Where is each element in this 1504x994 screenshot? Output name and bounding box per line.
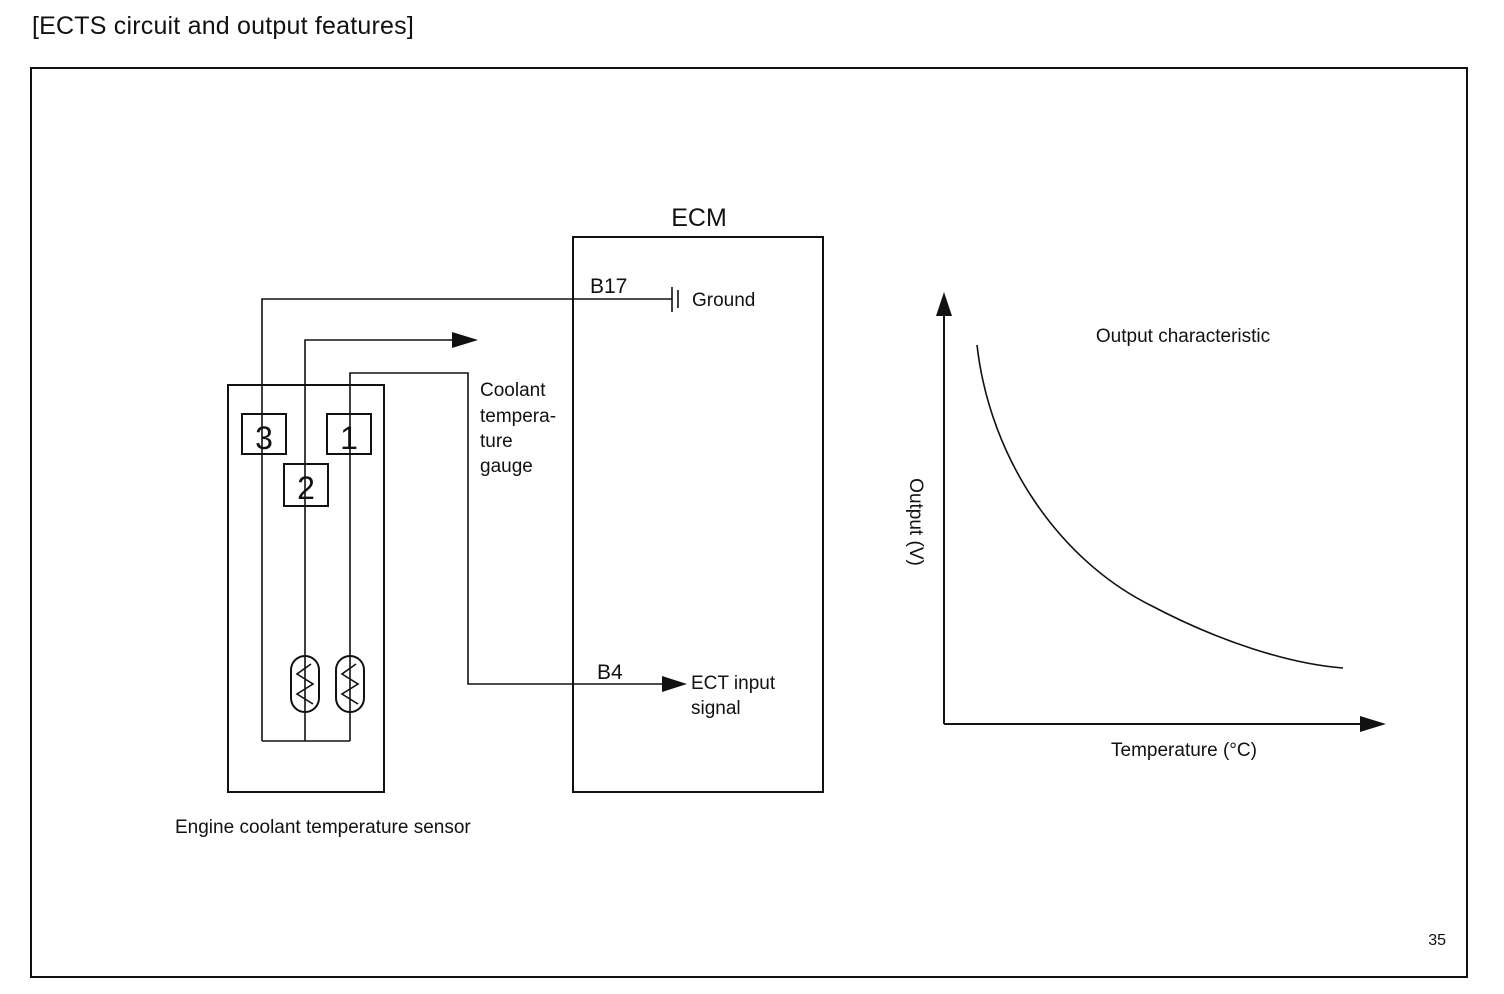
thermistor-left	[290, 655, 320, 713]
thermistor-right	[335, 655, 365, 713]
pin-label-1: 1	[340, 420, 358, 456]
chart-title: Output characteristic	[1096, 326, 1270, 347]
chart-curve	[976, 344, 1344, 669]
ecm-label: ECM	[671, 204, 727, 232]
sensor-label: Engine coolant temperature sensor	[175, 817, 471, 838]
wire-pin2-gauge	[304, 339, 462, 741]
ground-label: Ground	[692, 290, 755, 311]
signal-label-line2: signal	[691, 698, 741, 719]
gauge-label-line1: Coolant	[480, 380, 546, 401]
chart-y-arrow	[936, 292, 952, 316]
pin-box-3	[241, 413, 287, 455]
chart-x-arrow	[1360, 716, 1386, 732]
chart-ylabel: Output (V)	[905, 478, 926, 566]
chart-xlabel: Temperature (°C)	[1111, 740, 1257, 761]
page-title: [ECTS circuit and output features]	[32, 12, 414, 40]
pin-label-2: 2	[297, 470, 315, 506]
ecm-pin-b4: B4	[597, 661, 623, 684]
page-number: 35	[1428, 932, 1446, 949]
gauge-label-line4: gauge	[480, 456, 533, 477]
signal-arrow	[662, 676, 687, 692]
pin-label-3: 3	[255, 420, 273, 456]
sensor-body	[227, 384, 385, 793]
output-chart: Output characteristic Output (V) Tempera…	[905, 292, 1386, 761]
gauge-label-line2: tempera-	[480, 406, 556, 427]
wire-pin3-ground	[261, 298, 672, 741]
gauge-arrow	[452, 332, 478, 348]
pin-box-2	[283, 463, 329, 507]
ecm-box	[572, 236, 824, 793]
wire-pin1-ecm	[349, 372, 662, 741]
ecm-pin-b17: B17	[590, 275, 627, 298]
pin-box-1	[326, 413, 372, 455]
outer-frame	[30, 67, 1468, 978]
ground-symbol	[671, 287, 679, 312]
gauge-label-line3: ture	[480, 431, 513, 452]
signal-label-line1: ECT input	[691, 673, 776, 694]
